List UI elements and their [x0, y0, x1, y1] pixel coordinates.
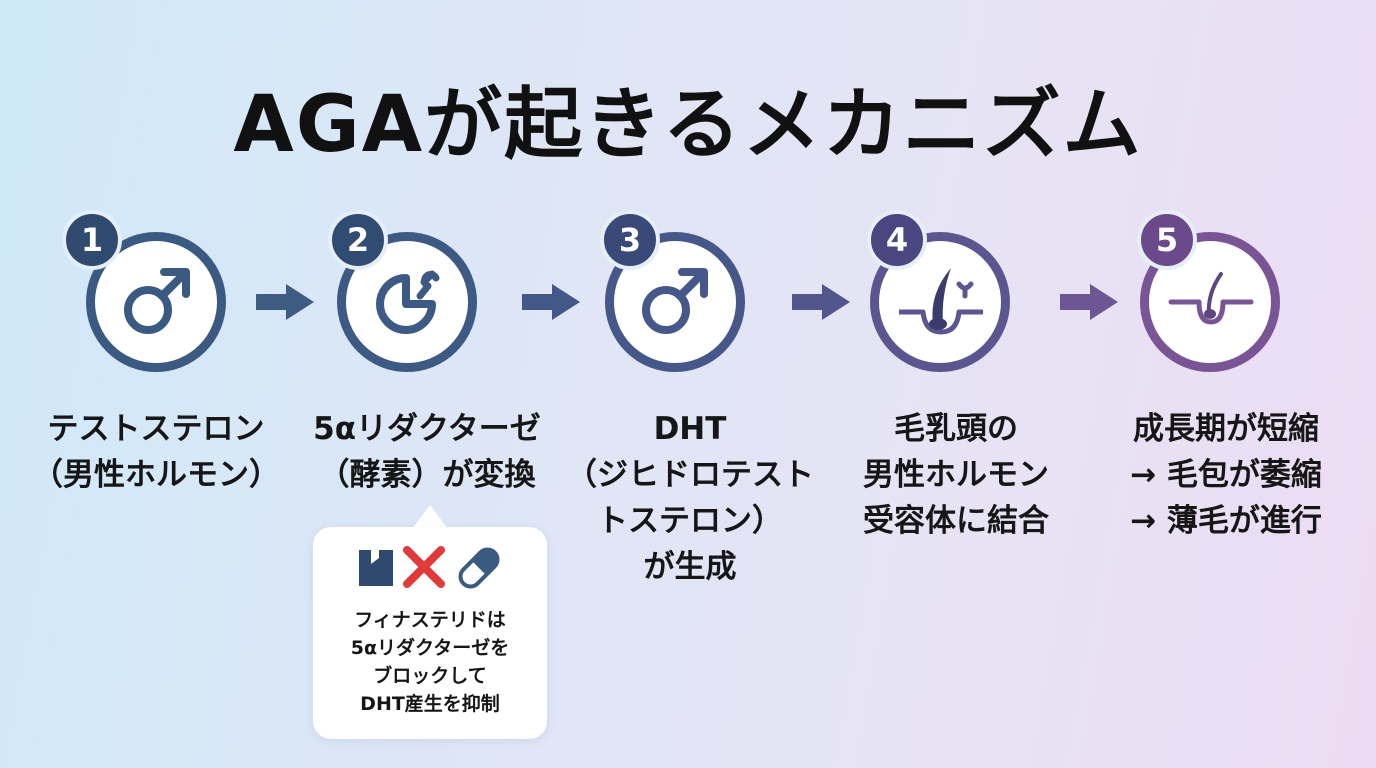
step-3-caption-line: （ジヒドロテスト [566, 457, 814, 493]
step-4-badge: 4 [867, 210, 927, 270]
capsule-icon [458, 547, 500, 589]
step-3-caption-line: が生成 [643, 549, 737, 585]
step-3-badge: 3 [600, 210, 660, 270]
step-1-caption: テストステロン （男性ホルモン） [26, 406, 286, 498]
step-2-caption-line: 5αリダクターゼ [313, 411, 541, 447]
step-3-caption-line: DHT [653, 411, 727, 447]
step-1-caption-line: （男性ホルモン） [32, 457, 280, 493]
red-x-icon [403, 546, 445, 588]
step-3-caption-line: トステロン） [597, 503, 783, 539]
callout-pointer [412, 505, 448, 529]
arrow-4-5-icon [1060, 284, 1118, 320]
blocked-enzyme-icon [359, 550, 393, 586]
callout-text-line: DHT産生を抑制 [360, 693, 500, 715]
hair-follicle-receptor-icon [899, 268, 983, 335]
shrinking-hair-follicle-icon [1168, 272, 1254, 325]
callout-text-line: フィナステリドは [354, 609, 506, 631]
enzyme-pie-icon [376, 270, 440, 334]
step-4-caption-line: 毛乳頭の [894, 411, 1018, 447]
callout-text: フィナステリドは 5αリダクターゼを ブロックして DHT産生を抑制 [313, 606, 547, 718]
male-symbol-icon [124, 268, 190, 334]
step-4-caption-line: 男性ホルモン [863, 457, 1049, 493]
callout-text-line: ブロックして [373, 665, 487, 687]
callout-text-line: 5αリダクターゼを [350, 637, 510, 659]
step-2-caption-line: （酵素）が変換 [318, 457, 536, 493]
step-5-caption: 成長期が短縮 → 毛包が萎縮 → 薄毛が進行 [1096, 406, 1356, 544]
step-2-caption: 5αリダクターゼ （酵素）が変換 [297, 406, 557, 498]
step-3-circle [605, 232, 745, 372]
step-5-caption-line: 成長期が短縮 [1133, 411, 1319, 447]
callout-icon-row [359, 546, 500, 589]
male-symbol-icon [642, 268, 708, 334]
arrow-2-3-icon [522, 284, 580, 320]
step-5-caption-line: → 毛包が萎縮 [1130, 457, 1322, 493]
arrow-1-2-icon [256, 284, 314, 320]
step-5-badge: 5 [1137, 210, 1197, 270]
step-4-caption-line: 受容体に結合 [863, 503, 1049, 539]
step-2-badge: 2 [328, 210, 388, 270]
step-5-caption-line: → 薄毛が進行 [1130, 503, 1322, 539]
step-1-caption-line: テストステロン [47, 411, 265, 447]
step-4-caption: 毛乳頭の 男性ホルモン 受容体に結合 [826, 406, 1086, 544]
arrow-3-4-icon [792, 284, 850, 320]
page-title: AGAが起きるメカニズム [233, 80, 1143, 170]
step-1-badge: 1 [62, 210, 122, 270]
step-3-caption: DHT （ジヒドロテスト トステロン） が生成 [560, 406, 820, 590]
